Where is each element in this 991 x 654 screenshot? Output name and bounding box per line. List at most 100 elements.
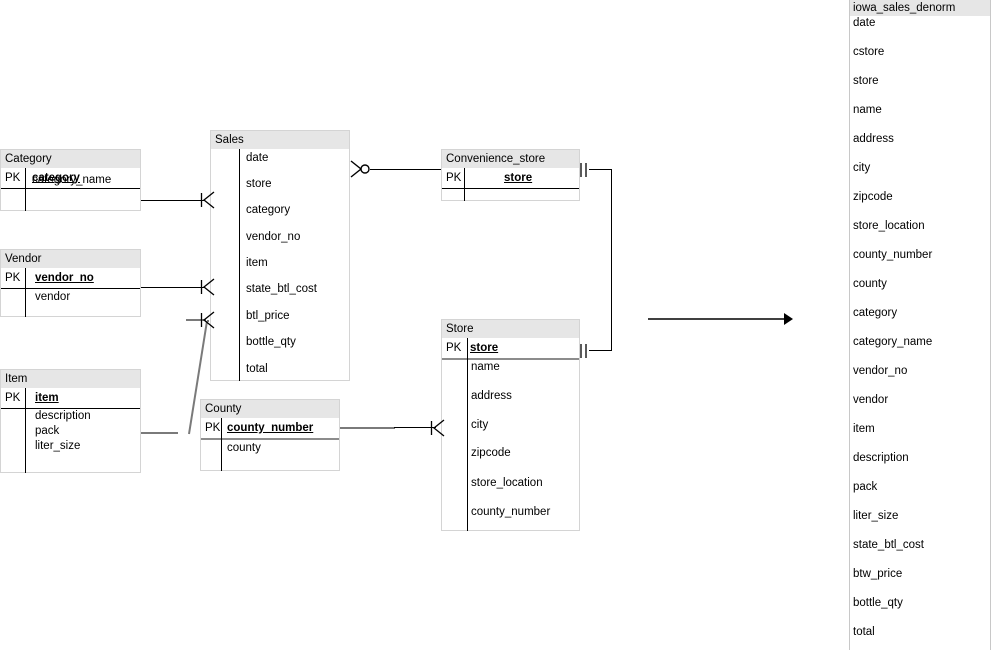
denorm-column[interactable]: bottle_qty (853, 597, 903, 609)
entity-category[interactable]: Category PK category category_name (0, 149, 141, 211)
relationship-line-item-sales-diagonal[interactable] (176, 317, 212, 437)
denorm-column[interactable]: state_btl_cost (853, 539, 924, 551)
denorm-column[interactable]: date (853, 17, 876, 29)
pk-row-divider (442, 358, 579, 360)
entity-sales-attribute-btl-price: btl_price (246, 310, 290, 322)
relationship-line-county-store-b[interactable] (394, 427, 436, 428)
entity-store-attribute-city: city (471, 419, 489, 431)
entity-county-pk-row[interactable]: PK county_number (201, 418, 339, 440)
relationship-line-item-sales-top[interactable] (186, 319, 206, 321)
entity-item-attribute-pack: pack (35, 425, 60, 437)
entity-store-attribute-store-location: store_location (471, 477, 543, 489)
pk-row-divider (1, 288, 140, 289)
entity-convenience-store-pk-name: store (504, 172, 533, 184)
denorm-column[interactable]: county_number (853, 249, 933, 261)
column-divider (221, 418, 222, 471)
entity-item[interactable]: Item PK item description pack liter_size (0, 369, 141, 473)
pk-row-divider (442, 188, 579, 189)
denorm-column[interactable]: name (853, 104, 882, 116)
denorm-column[interactable]: vendor (853, 394, 889, 406)
pk-badge: PK (5, 172, 21, 184)
relationship-line-item-sales-horizontal[interactable] (141, 432, 178, 434)
entity-county-attribute-county: county (227, 442, 261, 454)
crowfoot-many-vendor-sales (200, 278, 215, 296)
entity-sales-attribute-bottle-qty: bottle_qty (246, 336, 296, 348)
cardinality-one-and-only-one-convenience-store (580, 163, 587, 177)
entity-item-pk-row[interactable]: PK item (1, 388, 140, 409)
pk-badge: PK (5, 272, 21, 284)
column-divider (25, 168, 26, 211)
cardinality-one-and-only-one-store (580, 344, 587, 358)
denorm-column[interactable]: category (853, 307, 898, 319)
relationship-line-county-store-a[interactable] (340, 427, 395, 429)
crowfoot-many-item-sales (200, 311, 215, 329)
column-divider (25, 268, 26, 317)
crowfoot-many-category-sales (200, 191, 215, 209)
entity-store-title: Store (442, 320, 579, 338)
entity-sales-attribute-total: total (246, 363, 268, 375)
relationship-line-cstore-store-vertical[interactable] (611, 169, 612, 351)
relationship-line-vendor-sales[interactable] (141, 287, 205, 288)
entity-sales-attribute-category: category (246, 204, 291, 216)
pk-badge: PK (446, 342, 462, 354)
denormalized-column-list: date cstore store name address city zipc… (850, 16, 990, 654)
entity-convenience-store-pk-row[interactable]: PK store (442, 168, 579, 189)
relationship-line-cstore-store-top[interactable] (589, 169, 612, 170)
pk-badge: PK (446, 172, 462, 184)
entity-item-title: Item (1, 370, 140, 388)
entity-store-pk-name: store (470, 342, 499, 354)
entity-store-attribute-zipcode: zipcode (471, 447, 511, 459)
entity-convenience-store-title: Convenience_store (442, 150, 579, 168)
column-divider (25, 388, 26, 473)
denorm-column[interactable]: item (853, 423, 875, 435)
entity-vendor[interactable]: Vendor PK vendor_no vendor (0, 249, 141, 317)
entity-sales-title: Sales (211, 131, 349, 149)
pk-row-divider (1, 188, 140, 189)
denorm-column[interactable]: pack (853, 481, 878, 493)
entity-vendor-pk-name: vendor_no (35, 272, 94, 284)
denorm-column[interactable]: address (853, 133, 894, 145)
entity-category-pk-row[interactable]: PK category (1, 168, 140, 189)
denorm-column[interactable]: zipcode (853, 191, 893, 203)
entity-store-attribute-name: name (471, 361, 500, 373)
denorm-column[interactable]: store_location (853, 220, 925, 232)
entity-sales[interactable]: Sales date store category vendor_no item… (210, 130, 350, 381)
column-divider (464, 168, 465, 201)
entity-item-attribute-description: description (35, 410, 91, 422)
entity-store-pk-row[interactable]: PK store (442, 338, 579, 360)
entity-sales-attribute-date: date (246, 152, 269, 164)
entity-convenience-store[interactable]: Convenience_store PK store (441, 149, 580, 201)
denorm-column[interactable]: cstore (853, 46, 885, 58)
entity-vendor-title: Vendor (1, 250, 140, 268)
entity-item-attribute-liter-size: liter_size (35, 440, 81, 452)
denorm-column[interactable]: btw_price (853, 568, 903, 580)
entity-sales-attribute-vendor-no: vendor_no (246, 231, 301, 243)
entity-store[interactable]: Store PK store name address city zipcode… (441, 319, 580, 531)
pk-row-divider (1, 408, 140, 409)
crowfoot-zero-or-many-sales-convenience-store (350, 160, 370, 178)
denorm-column[interactable]: total (853, 626, 875, 638)
denorm-column[interactable]: liter_size (853, 510, 899, 522)
pk-badge: PK (205, 422, 221, 434)
relationship-line-sales-convenience-store[interactable] (370, 169, 441, 170)
denorm-column[interactable]: category_name (853, 336, 933, 348)
entity-category-attribute-category-name: category_name (32, 174, 112, 186)
entity-store-attribute-county-number: county_number (471, 506, 551, 518)
denormalized-table-panel[interactable]: iowa_sales_denorm date cstore store name… (849, 0, 991, 650)
entity-sales-attribute-store: store (246, 178, 272, 190)
flow-arrow-right (648, 313, 793, 325)
entity-county[interactable]: County PK county_number county (200, 399, 340, 471)
relationship-line-cstore-store-bottom[interactable] (589, 350, 612, 351)
denorm-column[interactable]: description (853, 452, 909, 464)
denorm-column[interactable]: store (853, 75, 879, 87)
entity-vendor-pk-row[interactable]: PK vendor_no (1, 268, 140, 289)
denorm-column[interactable]: vendor_no (853, 365, 908, 377)
entity-sales-attribute-item: item (246, 257, 268, 269)
denorm-column[interactable]: city (853, 162, 871, 174)
column-divider (467, 338, 468, 531)
entity-sales-attribute-state-btl-cost: state_btl_cost (246, 283, 317, 295)
denormalized-table-title: iowa_sales_denorm (850, 0, 990, 16)
pk-row-divider (201, 438, 339, 440)
relationship-line-category-sales[interactable] (141, 200, 205, 201)
denorm-column[interactable]: county (853, 278, 887, 290)
